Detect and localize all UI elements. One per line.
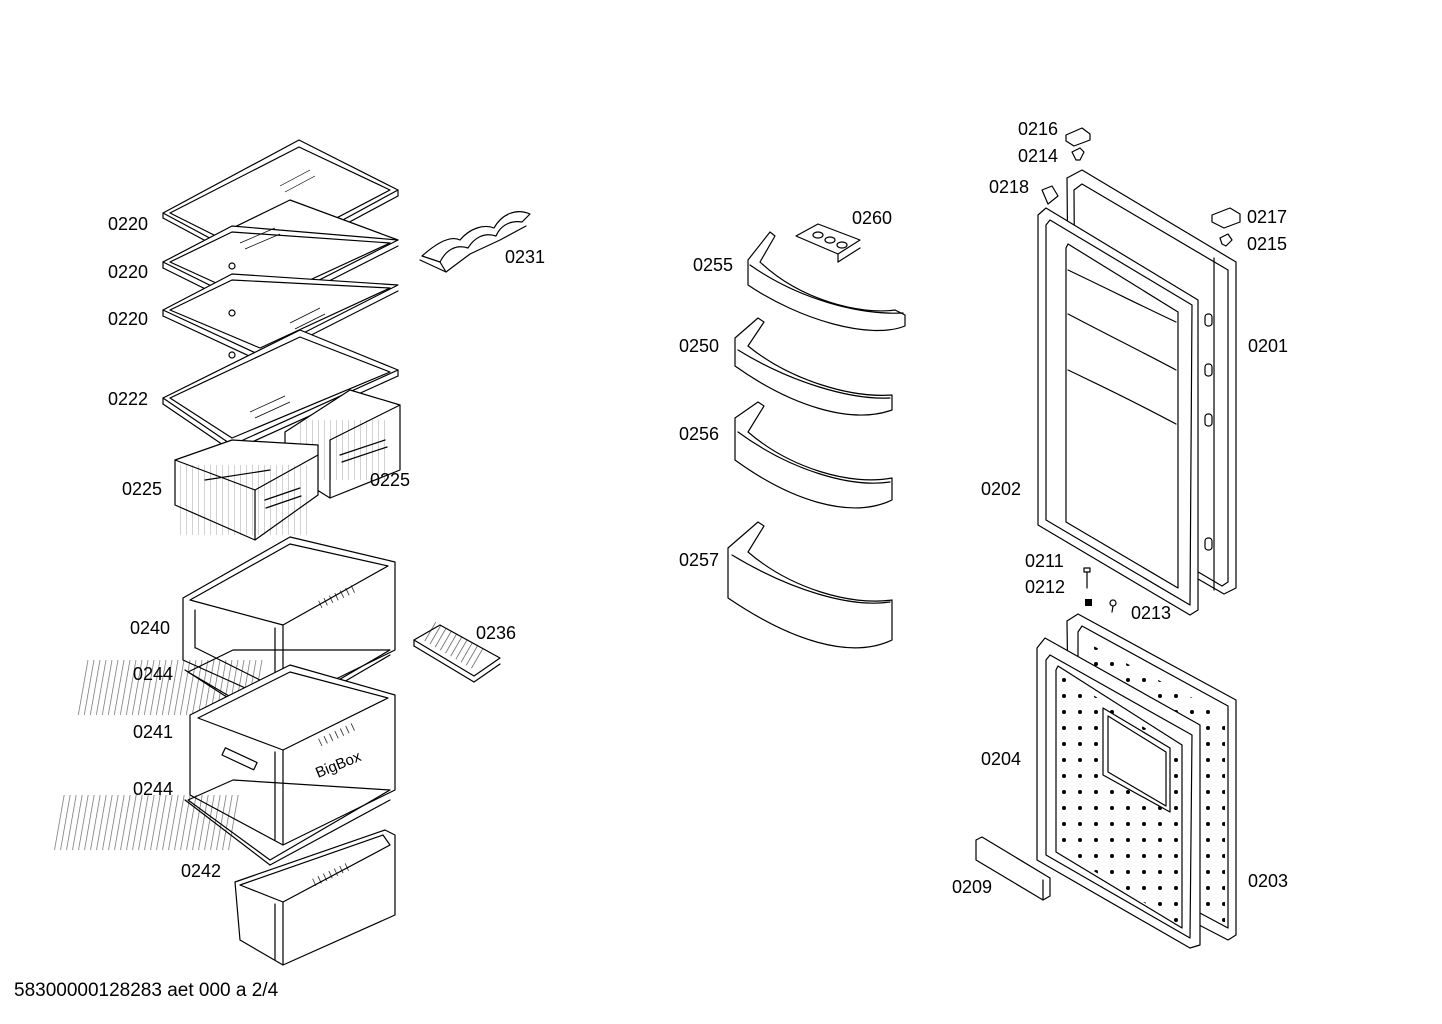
bigbox-drawer-0241: BigBox xyxy=(189,664,396,846)
label-0255: 0255 xyxy=(693,255,733,275)
basket-0225-left xyxy=(174,439,319,541)
label-0244-b: 0244 xyxy=(133,779,173,799)
label-0201: 0201 xyxy=(1248,336,1288,356)
label-0242: 0242 xyxy=(181,861,221,881)
part-labels: 0220 0220 0220 0222 0231 0225 0225 0240 … xyxy=(108,119,1288,897)
label-0214: 0214 xyxy=(1018,146,1058,166)
screw-0213 xyxy=(1109,599,1117,613)
label-0216: 0216 xyxy=(1018,119,1058,139)
label-0241: 0241 xyxy=(133,722,173,742)
label-0220-c: 0220 xyxy=(108,309,148,329)
bottle-rack-0231 xyxy=(419,211,531,273)
drawer-rail-0244-lower xyxy=(50,779,391,866)
label-0211: 0211 xyxy=(1025,551,1064,571)
label-0217: 0217 xyxy=(1247,207,1287,227)
label-0204: 0204 xyxy=(981,749,1021,769)
glass-shelf-0220-third xyxy=(162,273,399,362)
document-reference: 58300000128283 aet 000 a 2/4 xyxy=(14,980,279,1001)
label-0222: 0222 xyxy=(108,389,148,409)
label-0260: 0260 xyxy=(852,208,892,228)
label-0225-a: 0225 xyxy=(122,479,162,499)
door-shelf-0257 xyxy=(727,521,893,649)
label-0220-a: 0220 xyxy=(108,214,148,234)
label-0225-b: 0225 xyxy=(370,470,410,490)
door-shelf-0255 xyxy=(747,231,906,332)
hinge-cover-0217 xyxy=(1211,207,1241,229)
hinge-0215 xyxy=(1219,233,1233,247)
door-shelf-0250 xyxy=(734,317,893,416)
door-shelf-0256 xyxy=(734,401,893,509)
hinge-0214 xyxy=(1071,147,1085,161)
label-0231: 0231 xyxy=(505,247,545,267)
label-0256: 0256 xyxy=(679,424,719,444)
ice-cube-tray-0236 xyxy=(413,621,501,683)
hinge-cover-0216 xyxy=(1065,127,1091,147)
cap-0218 xyxy=(1041,185,1059,205)
bushing-0212 xyxy=(1085,599,1092,606)
label-0240: 0240 xyxy=(130,618,170,638)
label-0213: 0213 xyxy=(1131,603,1171,623)
label-0218: 0218 xyxy=(989,177,1029,197)
handle-0209 xyxy=(975,836,1051,901)
label-0212: 0212 xyxy=(1025,577,1065,597)
label-0203: 0203 xyxy=(1248,871,1288,891)
door-gasket-0204 xyxy=(1036,637,1201,949)
egg-tray-0260 xyxy=(795,223,861,263)
label-0220-b: 0220 xyxy=(108,262,148,282)
glass-shelf-0222 xyxy=(162,329,399,452)
label-0250: 0250 xyxy=(679,336,719,356)
label-0202: 0202 xyxy=(981,479,1021,499)
screw-0211 xyxy=(1083,567,1091,589)
label-0257: 0257 xyxy=(679,550,719,570)
label-0215: 0215 xyxy=(1247,234,1287,254)
label-0244-a: 0244 xyxy=(133,664,173,684)
freezer-drawer-0242 xyxy=(234,829,396,966)
door-gasket-0202 xyxy=(1037,207,1199,616)
label-0209: 0209 xyxy=(952,877,992,897)
label-0236: 0236 xyxy=(476,623,516,643)
